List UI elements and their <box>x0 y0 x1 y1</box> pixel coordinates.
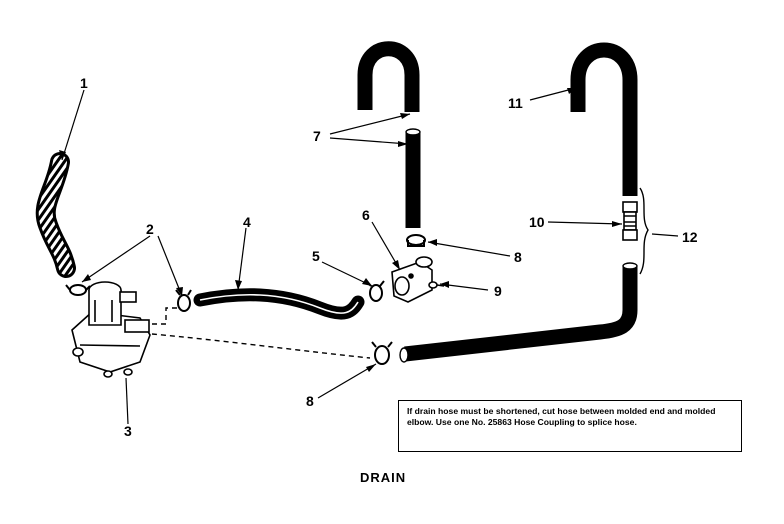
drain-pump <box>71 281 151 378</box>
short-drain-hose <box>193 288 365 320</box>
dashed-connector <box>151 307 371 359</box>
callout-3: 3 <box>124 423 132 439</box>
shortening-note: If drain hose must be shortened, cut hos… <box>398 400 742 452</box>
callout-8-lower: 8 <box>306 393 314 409</box>
callout-12: 12 <box>682 229 698 245</box>
long-drain-hose <box>399 262 638 363</box>
callout-9: 9 <box>494 283 502 299</box>
callout-4: 4 <box>243 214 251 230</box>
j-hook-hose-lower <box>405 128 421 228</box>
corrugated-hose <box>35 152 76 278</box>
j-hook-hose-right <box>570 42 638 196</box>
callout-8-upper: 8 <box>514 249 522 265</box>
hose-clamp-right <box>175 289 192 312</box>
callout-7: 7 <box>313 128 321 144</box>
hose-clamp-8-upper <box>406 234 426 247</box>
hose-clamp-left <box>65 284 91 296</box>
leader-lines <box>61 87 679 425</box>
hose-coupling <box>622 201 638 241</box>
callout-11: 11 <box>508 95 523 111</box>
molded-elbow <box>391 256 433 303</box>
callout-5: 5 <box>312 248 320 264</box>
callout-10: 10 <box>529 214 545 230</box>
diagram-caption: DRAIN <box>360 470 407 485</box>
callout-1: 1 <box>80 75 88 91</box>
callout-6: 6 <box>362 207 370 223</box>
hose-clamp-8-lower <box>371 341 393 365</box>
j-hook-hose-upper <box>357 41 420 112</box>
screw <box>428 281 445 289</box>
brace-12 <box>639 187 649 275</box>
callout-2: 2 <box>146 221 154 237</box>
leader-arrowheads <box>59 88 622 372</box>
